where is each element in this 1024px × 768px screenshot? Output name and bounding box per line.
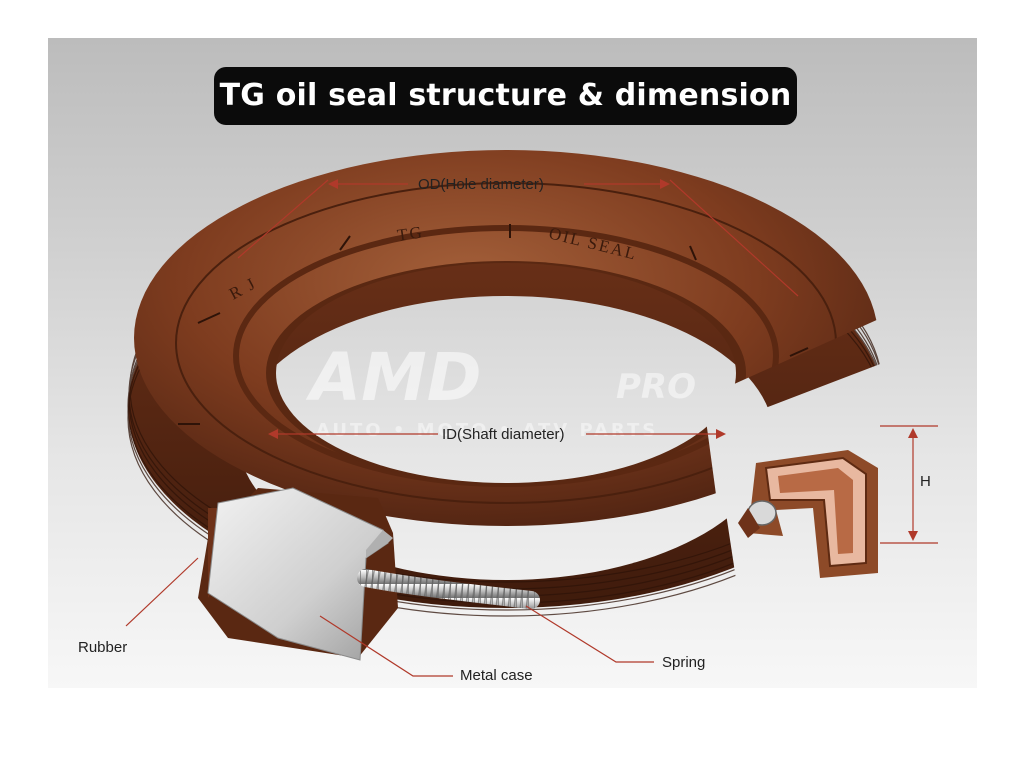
diagram-title: TG oil seal structure & dimension xyxy=(214,67,797,125)
id-label: ID(Shaft diameter) xyxy=(442,426,565,443)
watermark-brand: AMD xyxy=(305,339,482,416)
diagram-canvas: TG oil seal structure & dimension xyxy=(48,38,977,688)
molded-text-tg: TG xyxy=(396,222,425,245)
seal-top-face xyxy=(134,150,878,526)
od-label: OD(Hole diameter) xyxy=(418,176,544,193)
spring-leader xyxy=(525,605,654,663)
seal-cross-section xyxy=(738,450,878,578)
oil-seal-illustration: R J TG OIL SEAL AMD PRO AUTO • MOTO • AT… xyxy=(78,150,938,684)
od-dimension xyxy=(237,179,799,297)
rubber-label: Rubber xyxy=(78,639,127,656)
spring-label: Spring xyxy=(662,654,705,671)
metal-case-insert xyxy=(207,487,393,661)
height-label: H xyxy=(920,473,931,490)
watermark-brand-suffix: PRO xyxy=(616,367,696,407)
rubber-leader xyxy=(125,557,199,627)
metal-case-leader xyxy=(319,615,453,677)
height-dimension xyxy=(880,425,938,544)
watermark-tagline: AUTO • MOTO • ATV PARTS xyxy=(316,420,658,441)
molded-tick-marks xyxy=(178,224,809,425)
id-dimension xyxy=(268,429,726,439)
watermark: AMD PRO AUTO • MOTO • ATV PARTS xyxy=(305,339,696,441)
metal-case-label: Metal case xyxy=(460,667,533,684)
